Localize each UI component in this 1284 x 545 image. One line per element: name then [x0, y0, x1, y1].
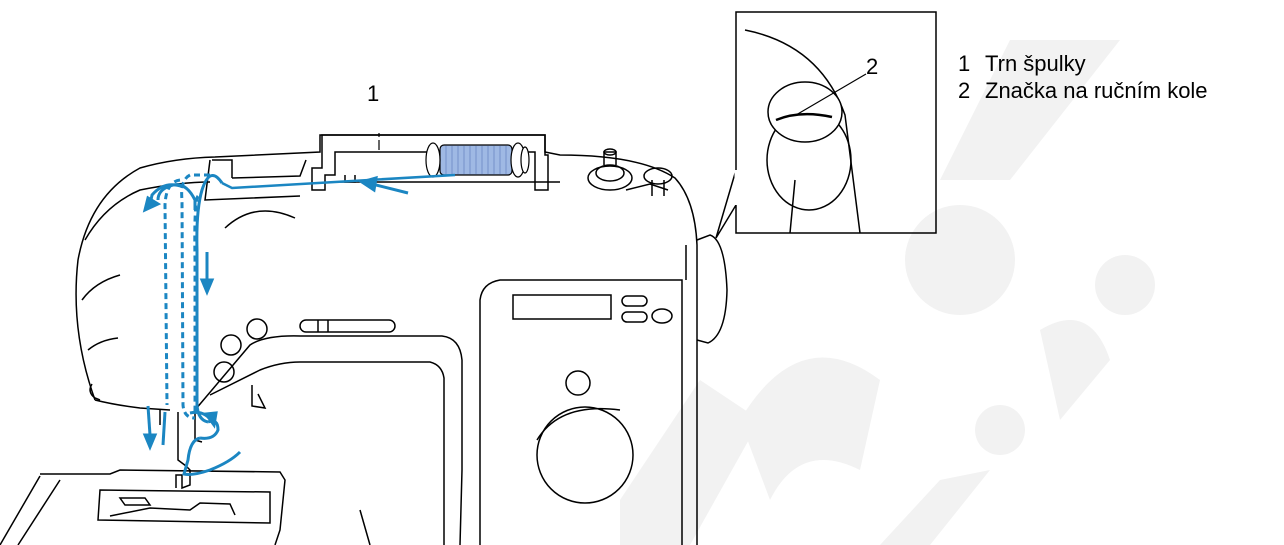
legend: 1 Trn špulky 2 Značka na ručním kole: [958, 50, 1208, 104]
legend-label: Trn špulky: [985, 50, 1086, 77]
inset-handwheel-zoom: [716, 12, 936, 238]
legend-number: 1: [958, 50, 985, 77]
legend-label: Značka na ručním kole: [985, 77, 1208, 104]
callout-number-2: 2: [866, 54, 878, 79]
watermark: [620, 40, 1155, 545]
callout-number-1: 1: [367, 81, 379, 106]
threading-path: [158, 175, 455, 475]
legend-item: 2 Značka na ručním kole: [958, 77, 1208, 104]
machine-body: [0, 135, 727, 545]
thread-spool: [426, 143, 529, 177]
legend-item: 1 Trn špulky: [958, 50, 1208, 77]
legend-number: 2: [958, 77, 985, 104]
